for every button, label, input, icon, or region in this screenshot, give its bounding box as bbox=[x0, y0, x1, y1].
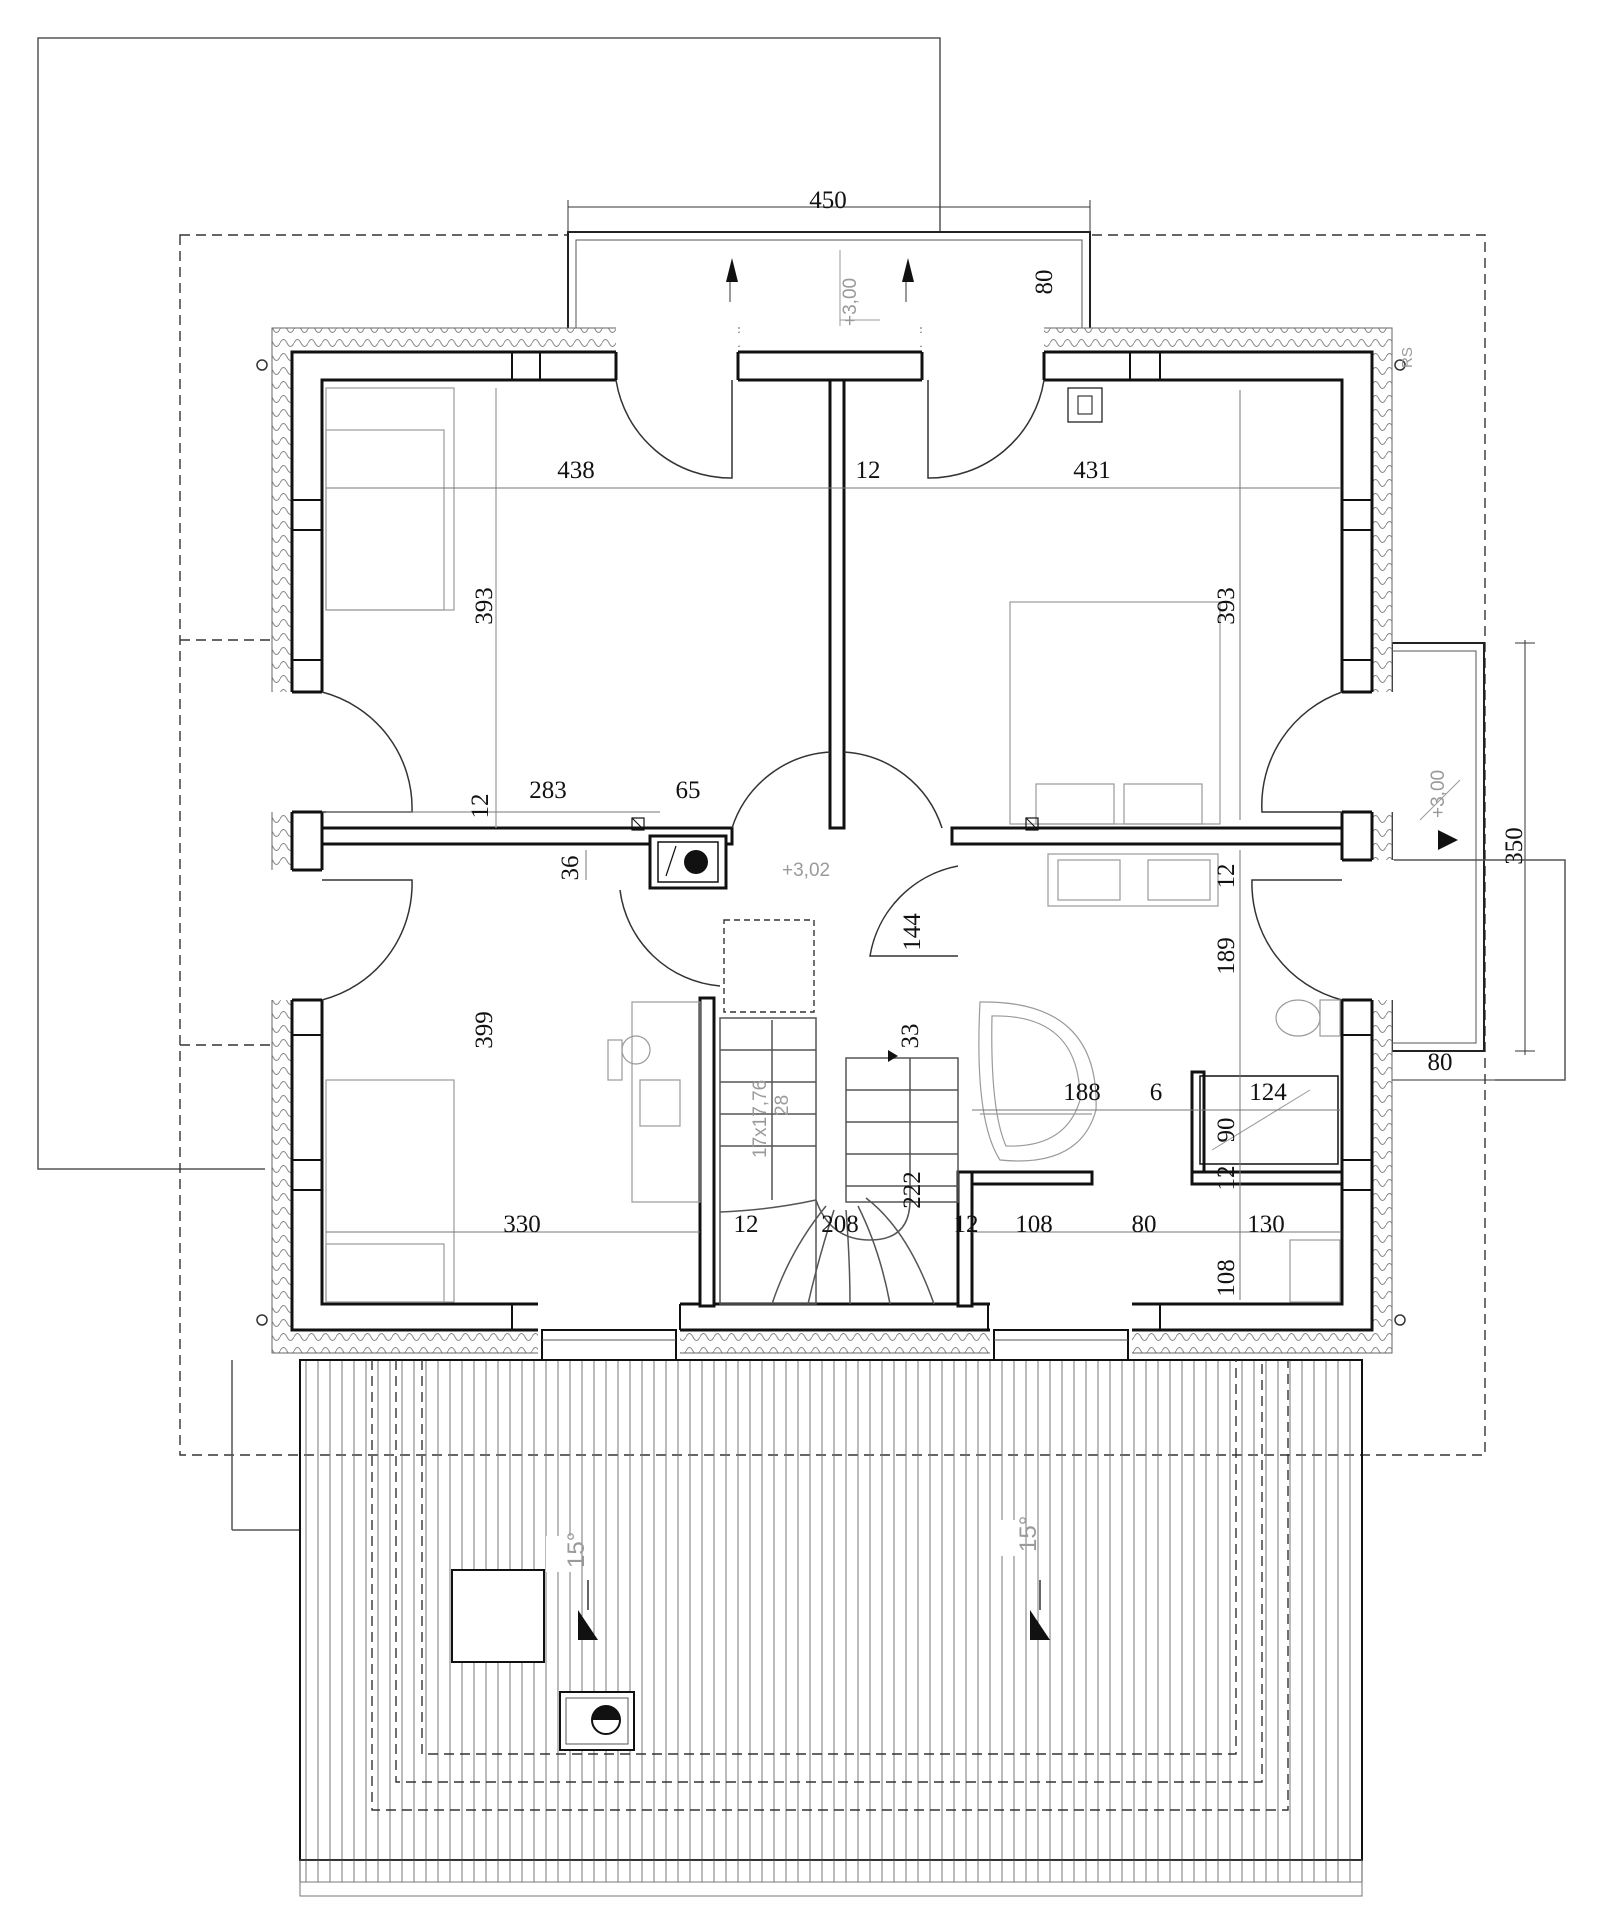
roof-plan bbox=[299, 1359, 1363, 1897]
annotations: +3,00 +3,00 +3,02 17x17,76 28 15° 15° RS bbox=[563, 278, 1449, 1568]
dim-room-sw-width: 330 bbox=[503, 1211, 541, 1238]
dim-nw-lower-segment-2: 65 bbox=[676, 777, 701, 804]
dim-stair-wall-left: 12 bbox=[734, 1211, 759, 1238]
dim-side-balcony-350: 350 bbox=[1501, 827, 1528, 865]
dim-offset-36: 36 bbox=[557, 856, 584, 881]
dim-bath-wall-12: 12 bbox=[1213, 864, 1240, 889]
level-hall: +3,02 bbox=[782, 860, 830, 881]
dim-bath-188: 188 bbox=[1063, 1079, 1101, 1106]
roof-slope-right: 15° bbox=[1015, 1516, 1042, 1552]
doors bbox=[321, 379, 1343, 1001]
dim-wall-mid-left: 12 bbox=[467, 794, 494, 819]
dim-nw-lower-segment: 283 bbox=[529, 777, 567, 804]
stair-spec-2: 28 bbox=[772, 1095, 793, 1116]
dim-bath-12-lower: 12 bbox=[1213, 1166, 1240, 1191]
balcony-top bbox=[567, 200, 1091, 333]
dim-stair-wall-right: 12 bbox=[954, 1211, 979, 1238]
dim-partition-top: 12 bbox=[856, 457, 881, 484]
furniture bbox=[325, 387, 1341, 1303]
dim-room-nw-width: 438 bbox=[557, 457, 595, 484]
dim-balcony-depth: 80 bbox=[1031, 270, 1058, 295]
dim-room-sw-depth: 399 bbox=[471, 1011, 498, 1049]
dim-bath-6: 6 bbox=[1150, 1079, 1163, 1106]
dim-bottom-80: 80 bbox=[1132, 1211, 1157, 1238]
dimension-lines bbox=[326, 390, 1340, 1300]
dim-bottom-130: 130 bbox=[1247, 1211, 1285, 1238]
dim-side-balcony-80: 80 bbox=[1428, 1049, 1453, 1076]
level-balcony-side: +3,00 bbox=[1428, 770, 1449, 818]
dim-shower-90: 90 bbox=[1213, 1118, 1240, 1143]
roof-overhang-outline bbox=[179, 234, 1486, 1531]
dim-bath-189: 189 bbox=[1213, 937, 1240, 975]
dim-room-nw-depth: 393 bbox=[471, 587, 498, 625]
dim-bottom-108: 108 bbox=[1015, 1211, 1053, 1238]
dim-balcony-width: 450 bbox=[809, 187, 847, 214]
balcony-side bbox=[1391, 640, 1566, 1081]
dim-bath-124: 124 bbox=[1249, 1079, 1287, 1106]
internal-walls bbox=[320, 378, 1344, 1308]
dimension-labels: 450 80 438 12 431 393 393 12 283 65 36 1… bbox=[467, 187, 1528, 1297]
staircase bbox=[719, 919, 959, 1305]
level-balcony-top: +3,00 bbox=[840, 278, 861, 326]
dim-room-ne-width: 431 bbox=[1073, 457, 1111, 484]
dim-stair-width: 208 bbox=[821, 1211, 859, 1238]
dim-room-ne-depth: 393 bbox=[1213, 587, 1240, 625]
corner-mark: RS bbox=[1399, 347, 1416, 368]
dim-hall-144: 144 bbox=[899, 913, 926, 951]
dim-bottom-108-vertical: 108 bbox=[1213, 1259, 1240, 1297]
roof-slope-left: 15° bbox=[563, 1532, 590, 1568]
dim-stair-33: 33 bbox=[897, 1024, 924, 1049]
stair-spec-1: 17x17,76 bbox=[750, 1080, 771, 1158]
dim-stair-222: 222 bbox=[899, 1171, 926, 1209]
lower-floor-outline bbox=[37, 37, 941, 1170]
